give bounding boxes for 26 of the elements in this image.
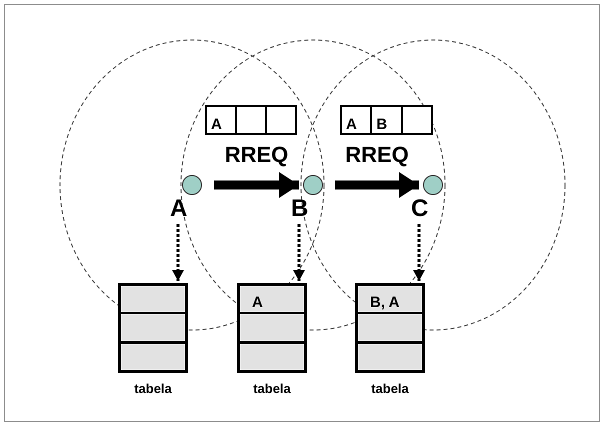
routing-table — [118, 283, 188, 373]
node-name: A — [170, 196, 188, 222]
node-name: C — [411, 196, 428, 222]
arrow — [293, 224, 305, 281]
table-caption: tabela — [370, 381, 410, 396]
node-circle — [182, 175, 202, 195]
arrow — [214, 172, 299, 198]
node-circle — [423, 175, 443, 195]
edge-label: RREQ — [344, 143, 410, 167]
routing-table — [237, 283, 307, 373]
node-name: B — [291, 196, 308, 222]
address-label: A — [346, 116, 357, 133]
arrow — [335, 172, 419, 198]
arrow — [413, 224, 425, 281]
node-circle — [303, 175, 323, 195]
address-label: A — [211, 116, 222, 133]
table-entry: A — [252, 294, 263, 312]
table-caption: tabela — [252, 381, 292, 396]
packet-header — [205, 105, 297, 135]
edge-label: RREQ — [224, 143, 290, 167]
table-entry: B, A — [370, 294, 400, 312]
routing-table — [355, 283, 425, 373]
packet-header — [340, 105, 433, 135]
table-caption: tabela — [133, 381, 173, 396]
address-label: B — [376, 116, 388, 133]
arrow — [172, 224, 184, 281]
